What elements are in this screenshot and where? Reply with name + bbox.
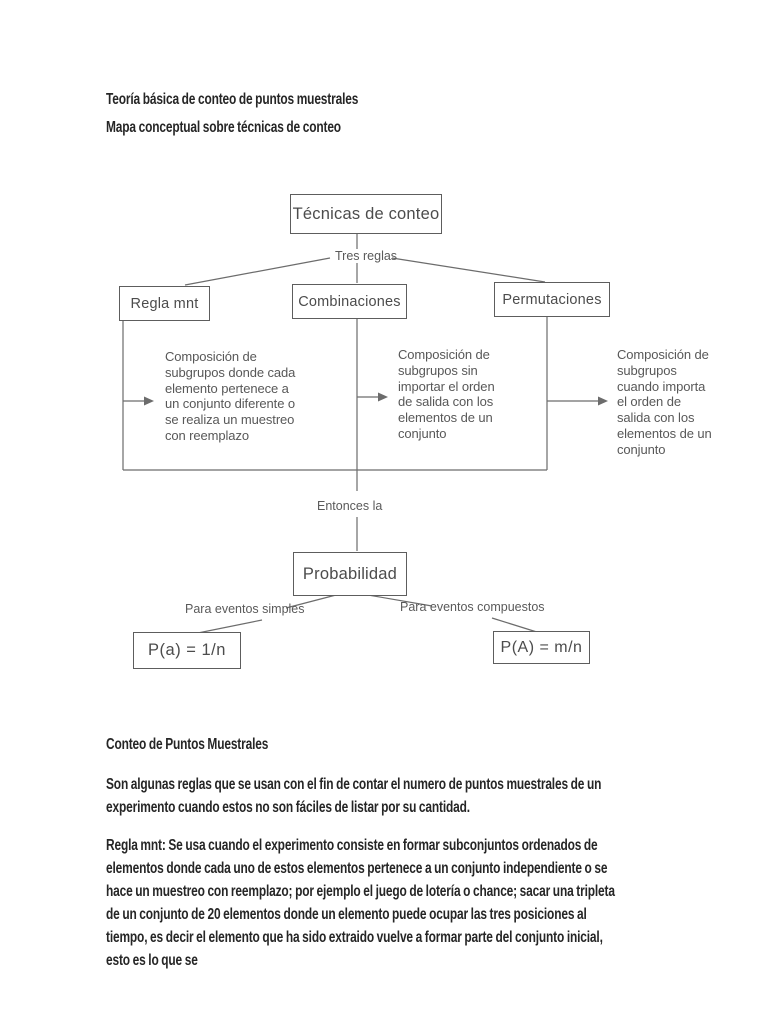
- section-heading: Conteo de Puntos Muestrales: [106, 736, 269, 753]
- arrowhead-combinaciones: [378, 392, 388, 402]
- node-regla-mnt: Regla mnt: [119, 286, 210, 321]
- paragraph: Regla mnt: Se usa cuando el experimento …: [106, 837, 615, 969]
- arrowhead-permutaciones: [598, 396, 608, 406]
- label-eventos-simples: Para eventos simples: [185, 602, 305, 616]
- node-tecnicas-de-conteo: Técnicas de conteo: [290, 194, 442, 234]
- node-probabilidad: Probabilidad: [293, 552, 407, 596]
- concept-map: Técnicas de conteo Tres reglas Regla mnt…: [119, 194, 712, 669]
- node-formula-simple: P(a) = 1/n: [133, 632, 241, 669]
- doc-title: Teoría básica de conteo de puntos muestr…: [106, 91, 359, 108]
- edge-label-to-regla: [184, 257, 331, 286]
- label-tres-reglas: Tres reglas: [335, 249, 398, 263]
- paragraph: Son algunas reglas que se usan con el fi…: [106, 776, 602, 816]
- arrowhead-regla: [144, 396, 154, 406]
- node-formula-compuesto: P(A) = m/n: [493, 631, 590, 664]
- label-entonces-la: Entonces la: [317, 499, 383, 513]
- node-combinaciones: Combinaciones: [292, 284, 407, 319]
- label-eventos-compuestos: Para eventos compuestos: [400, 600, 545, 614]
- edge-label-to-permutaciones: [391, 257, 546, 283]
- doc-subtitle: Mapa conceptual sobre técnicas de conteo: [106, 119, 341, 136]
- node-permutaciones: Permutaciones: [494, 282, 610, 317]
